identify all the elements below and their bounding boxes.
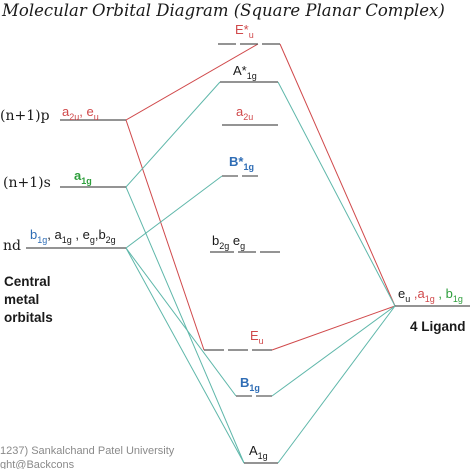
metal-caption-line3: orbitals xyxy=(4,310,53,325)
metal-caption-line2: metal xyxy=(4,292,39,307)
corr-ns-to-a1g xyxy=(125,186,245,464)
mo-label-eu: Eu​ xyxy=(250,328,264,346)
metal-caption-line1: Central xyxy=(4,274,51,289)
metal-np-symbols: a2u​, eu​ xyxy=(62,104,99,122)
mo-label-eu-star: E*u​ xyxy=(235,22,254,40)
correlation-lines xyxy=(125,43,396,464)
corr-eu-to-ligand xyxy=(271,305,396,351)
row-label-np: (n+1)p xyxy=(0,108,50,124)
watermark-line1: 1237) Sankalchand Patel University xyxy=(0,445,175,457)
corr-a1g-star-to-ligand xyxy=(277,81,396,307)
row-label-nd: nd xyxy=(3,238,21,254)
corr-nd-to-a1g xyxy=(125,247,245,464)
metal-ns-symbols: a1g​ xyxy=(74,168,92,186)
corr-np-to-eu-star xyxy=(125,43,259,121)
mo-label-a2u: a2u​ xyxy=(236,104,253,122)
corr-nd-to-b1g xyxy=(125,247,237,397)
mo-label-a1g-star: A*1g​ xyxy=(233,63,257,81)
ligand-symbols: eu​ ,a1g​ , b1g​ xyxy=(398,286,463,304)
watermark-line2: ght@Backcons xyxy=(0,459,75,469)
corr-a1g-to-ligand xyxy=(277,305,396,464)
energy-levels xyxy=(26,43,470,464)
corr-b1g-to-ligand xyxy=(271,305,396,397)
corr-nd-to-b1g-star xyxy=(125,175,223,249)
row-label-ns: (n+1)s xyxy=(3,175,51,191)
page-title: Molecular Orbital Diagram (Square Planar… xyxy=(1,1,445,20)
metal-nd-symbols: b1g​, a1g​ , eg​,b2g​ xyxy=(30,227,116,245)
mo-label-b1g-star: B*1g​ xyxy=(229,154,254,172)
corr-eu-star-to-ligand xyxy=(279,43,396,307)
corr-np-to-eu xyxy=(125,119,205,351)
mo-label-a1g: A1g​ xyxy=(249,443,268,461)
mo-label-nonbonding: b2g​ eg​ xyxy=(212,233,245,251)
mo-label-b1g: B1g​ xyxy=(240,375,260,393)
ligand-caption: 4 Ligand xyxy=(410,319,466,334)
corr-ns-to-a1g-star xyxy=(125,81,221,188)
